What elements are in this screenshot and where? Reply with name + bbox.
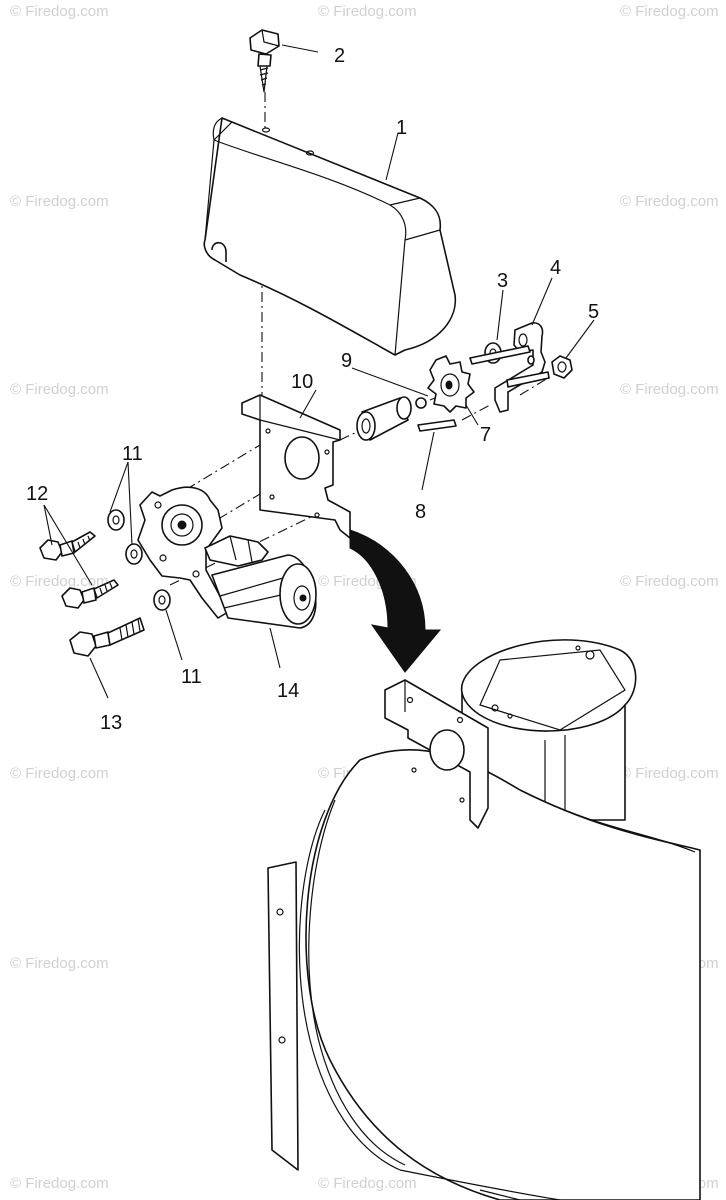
- watermark: © Firedog.com: [620, 381, 719, 398]
- part-5-nut: [551, 355, 573, 379]
- callout-14: 14: [277, 680, 299, 702]
- callout-2: 2: [334, 45, 345, 67]
- watermark: © Firedog.com: [10, 381, 109, 398]
- callout-13: 13: [100, 712, 122, 734]
- callout-9: 9: [341, 350, 352, 372]
- tank-mounting-plate: [267, 861, 299, 1171]
- watermark: © Firedog.com: [620, 193, 719, 210]
- callout-1: 1: [396, 117, 407, 139]
- plate-hole: [278, 1036, 286, 1044]
- watermark: © Firedog.com: [318, 1175, 417, 1192]
- collar-top: [460, 639, 637, 732]
- part-4-lever: [469, 322, 550, 413]
- part-7-gear: [427, 355, 475, 413]
- part-8-pin: [417, 419, 457, 432]
- part-2-screw: [249, 29, 280, 93]
- callout-5: 5: [588, 301, 599, 323]
- callout-3: 3: [497, 270, 508, 292]
- watermark: © Firedog.com: [620, 3, 719, 20]
- tank-assembly: [267, 639, 701, 1200]
- callout-10: 10: [291, 371, 313, 393]
- tank-drum: [305, 748, 701, 1200]
- watermark: © Firedog.com: [10, 573, 109, 590]
- callout-11b: 11: [181, 666, 202, 688]
- watermark: © Firedog.com: [10, 193, 109, 210]
- watermark: © Firedog.com: [620, 765, 719, 782]
- part-12-screws: [39, 531, 119, 609]
- watermark: © Firedog.com: [10, 1175, 109, 1192]
- callout-4: 4: [550, 257, 561, 279]
- part-11-washers: [107, 509, 171, 611]
- install-arrow: [349, 529, 442, 673]
- callout-8: 8: [415, 501, 426, 523]
- watermark: © Firedog.com: [620, 573, 719, 590]
- part-10-bracket: [241, 394, 351, 539]
- watermark: © Firedog.com: [10, 3, 109, 20]
- callouts: 2 1 3 4 5 9 10 7 8 11 12 11 14 13: [26, 45, 599, 734]
- leader-lines: [43, 44, 595, 699]
- part-13-bolt: [69, 617, 145, 657]
- watermark: © Firedog.com: [318, 3, 417, 20]
- part-14-motor: [137, 486, 317, 629]
- watermark: © Firedog.com: [10, 765, 109, 782]
- callout-12: 12: [26, 483, 48, 505]
- part-9-bushing: [356, 396, 427, 441]
- callout-7: 7: [480, 424, 491, 446]
- plate-hole: [276, 908, 284, 916]
- watermark: © Firedog.com: [10, 955, 109, 972]
- part-1-cover: [203, 117, 457, 356]
- drum-bracket: [384, 679, 489, 829]
- callout-11a: 11: [122, 443, 143, 465]
- bracket-hole: [429, 729, 465, 771]
- arrow-icon: [349, 529, 442, 673]
